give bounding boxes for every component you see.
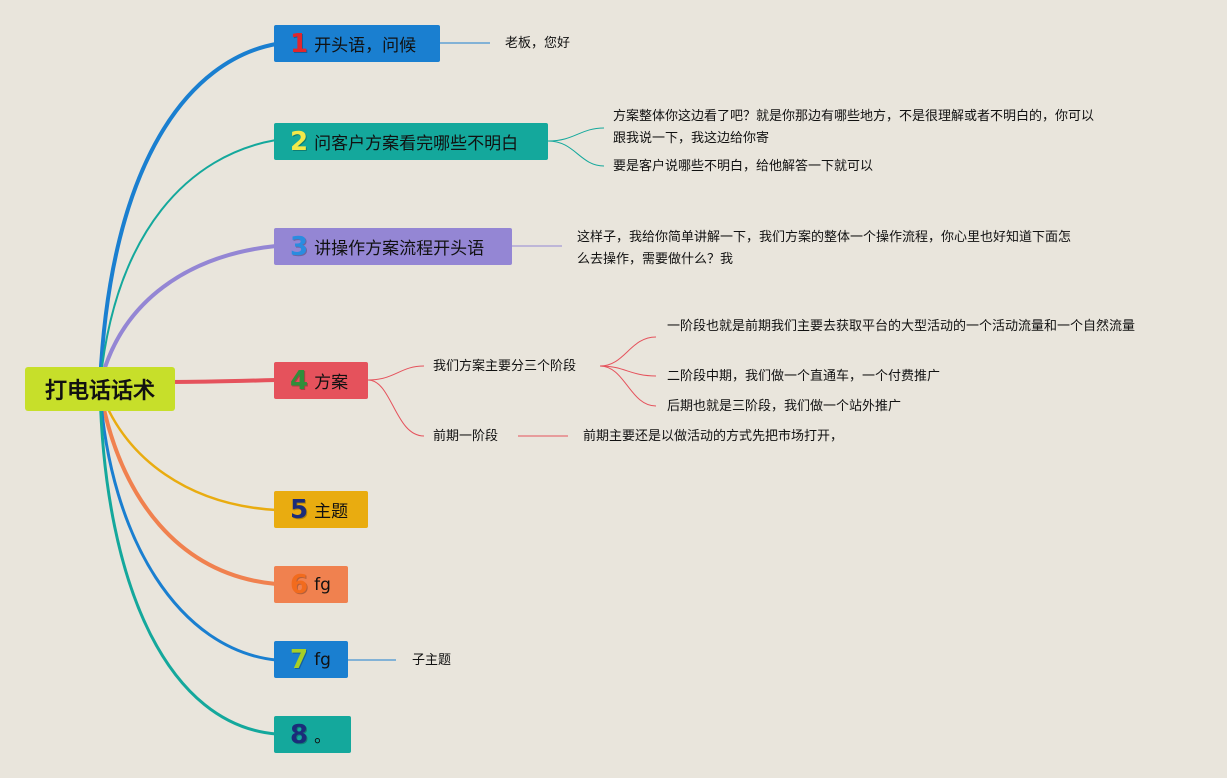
connector-branch-2 (99, 139, 277, 386)
subtopic-2-2[interactable]: 要是客户说哪些不明白，给他解答一下就可以 (613, 159, 874, 174)
connector-2-child-b (547, 140, 605, 167)
connector-branch-8 (98, 389, 277, 736)
branch-topic-6[interactable]: 6 fg (274, 566, 348, 603)
subtopic-4-a[interactable]: 我们方案主要分三个阶段 (433, 359, 577, 374)
branch-number-7: 7 (290, 644, 309, 675)
branch-label-8: 。 (314, 727, 332, 747)
branch-topic-8[interactable]: 8 。 (274, 716, 351, 753)
branch-number-5: 5 (290, 494, 309, 525)
branch-label-6: fg (314, 574, 331, 595)
branch-topic-7[interactable]: 7 fg (274, 641, 348, 678)
subtopic-4-a-2[interactable]: 二阶段中期，我们做一个直通车，一个付费推广 (667, 369, 941, 384)
subtopic-3-1[interactable]: 这样子，我给你简单讲解一下，我们方案的整体一个操作流程，你心里也好知道下面怎么去… (577, 230, 1072, 267)
subtopic-4-a-3[interactable]: 后期也就是三阶段，我们做一个站外推广 (667, 399, 902, 414)
connector-4-sub-b (367, 379, 425, 437)
root-topic[interactable]: 打电话话术 (25, 367, 175, 411)
subtopic-2-1[interactable]: 方案整体你这边看了吧？就是你那边有哪些地方，不是很理解或者不明白的，你可以跟我说… (613, 109, 1095, 146)
connector-4-sub-a (367, 365, 425, 381)
branch-topic-4[interactable]: 4 方案 (274, 362, 368, 399)
branch-number-2: 2 (290, 126, 309, 157)
connector-branch-6 (98, 389, 277, 586)
branch-number-1: 1 (290, 28, 309, 59)
branch-label-3: 讲操作方案流程开头语 (314, 239, 485, 259)
connector-2-child-a (547, 127, 605, 142)
connector-branch-5 (98, 389, 277, 512)
branch-number-8: 8 (290, 719, 309, 750)
subtopic-4-a-1[interactable]: 一阶段也就是前期我们主要去获取平台的大型活动的一个活动流量和一个自然流量 (667, 319, 1136, 334)
branch-label-5: 主题 (314, 502, 349, 522)
connector-branch-3 (98, 244, 277, 386)
subtopic-7-1[interactable]: 子主题 (412, 653, 452, 668)
subtopic-1-1[interactable]: 老板，您好 (505, 36, 571, 51)
branch-number-3: 3 (290, 231, 309, 262)
branch-label-4: 方案 (314, 373, 349, 393)
branch-number-6: 6 (290, 569, 309, 600)
branch-topic-1[interactable]: 1 开头语，问候 (274, 25, 440, 62)
connector-4a-child-1 (599, 336, 657, 367)
connector-branch-4 (169, 378, 277, 384)
branch-label-2: 问客户方案看完哪些不明白 (314, 134, 519, 154)
connector-4a-child-3 (599, 365, 657, 407)
connector-branch-1 (98, 42, 277, 386)
subtopic-4-b[interactable]: 前期一阶段 (433, 429, 499, 444)
branch-topic-2[interactable]: 2 问客户方案看完哪些不明白 (274, 123, 548, 160)
connector-branch-7 (98, 389, 277, 662)
branch-topic-3[interactable]: 3 讲操作方案流程开头语 (274, 228, 512, 265)
branch-number-4: 4 (290, 365, 309, 396)
branch-label-1: 开头语，问候 (314, 36, 417, 56)
subtopic-4-b-1[interactable]: 前期主要还是以做活动的方式先把市场打开， (583, 429, 844, 444)
root-topic-label: 打电话话术 (44, 379, 155, 404)
branch-topic-5[interactable]: 5 主题 (274, 491, 368, 528)
branch-label-7: fg (314, 649, 331, 670)
